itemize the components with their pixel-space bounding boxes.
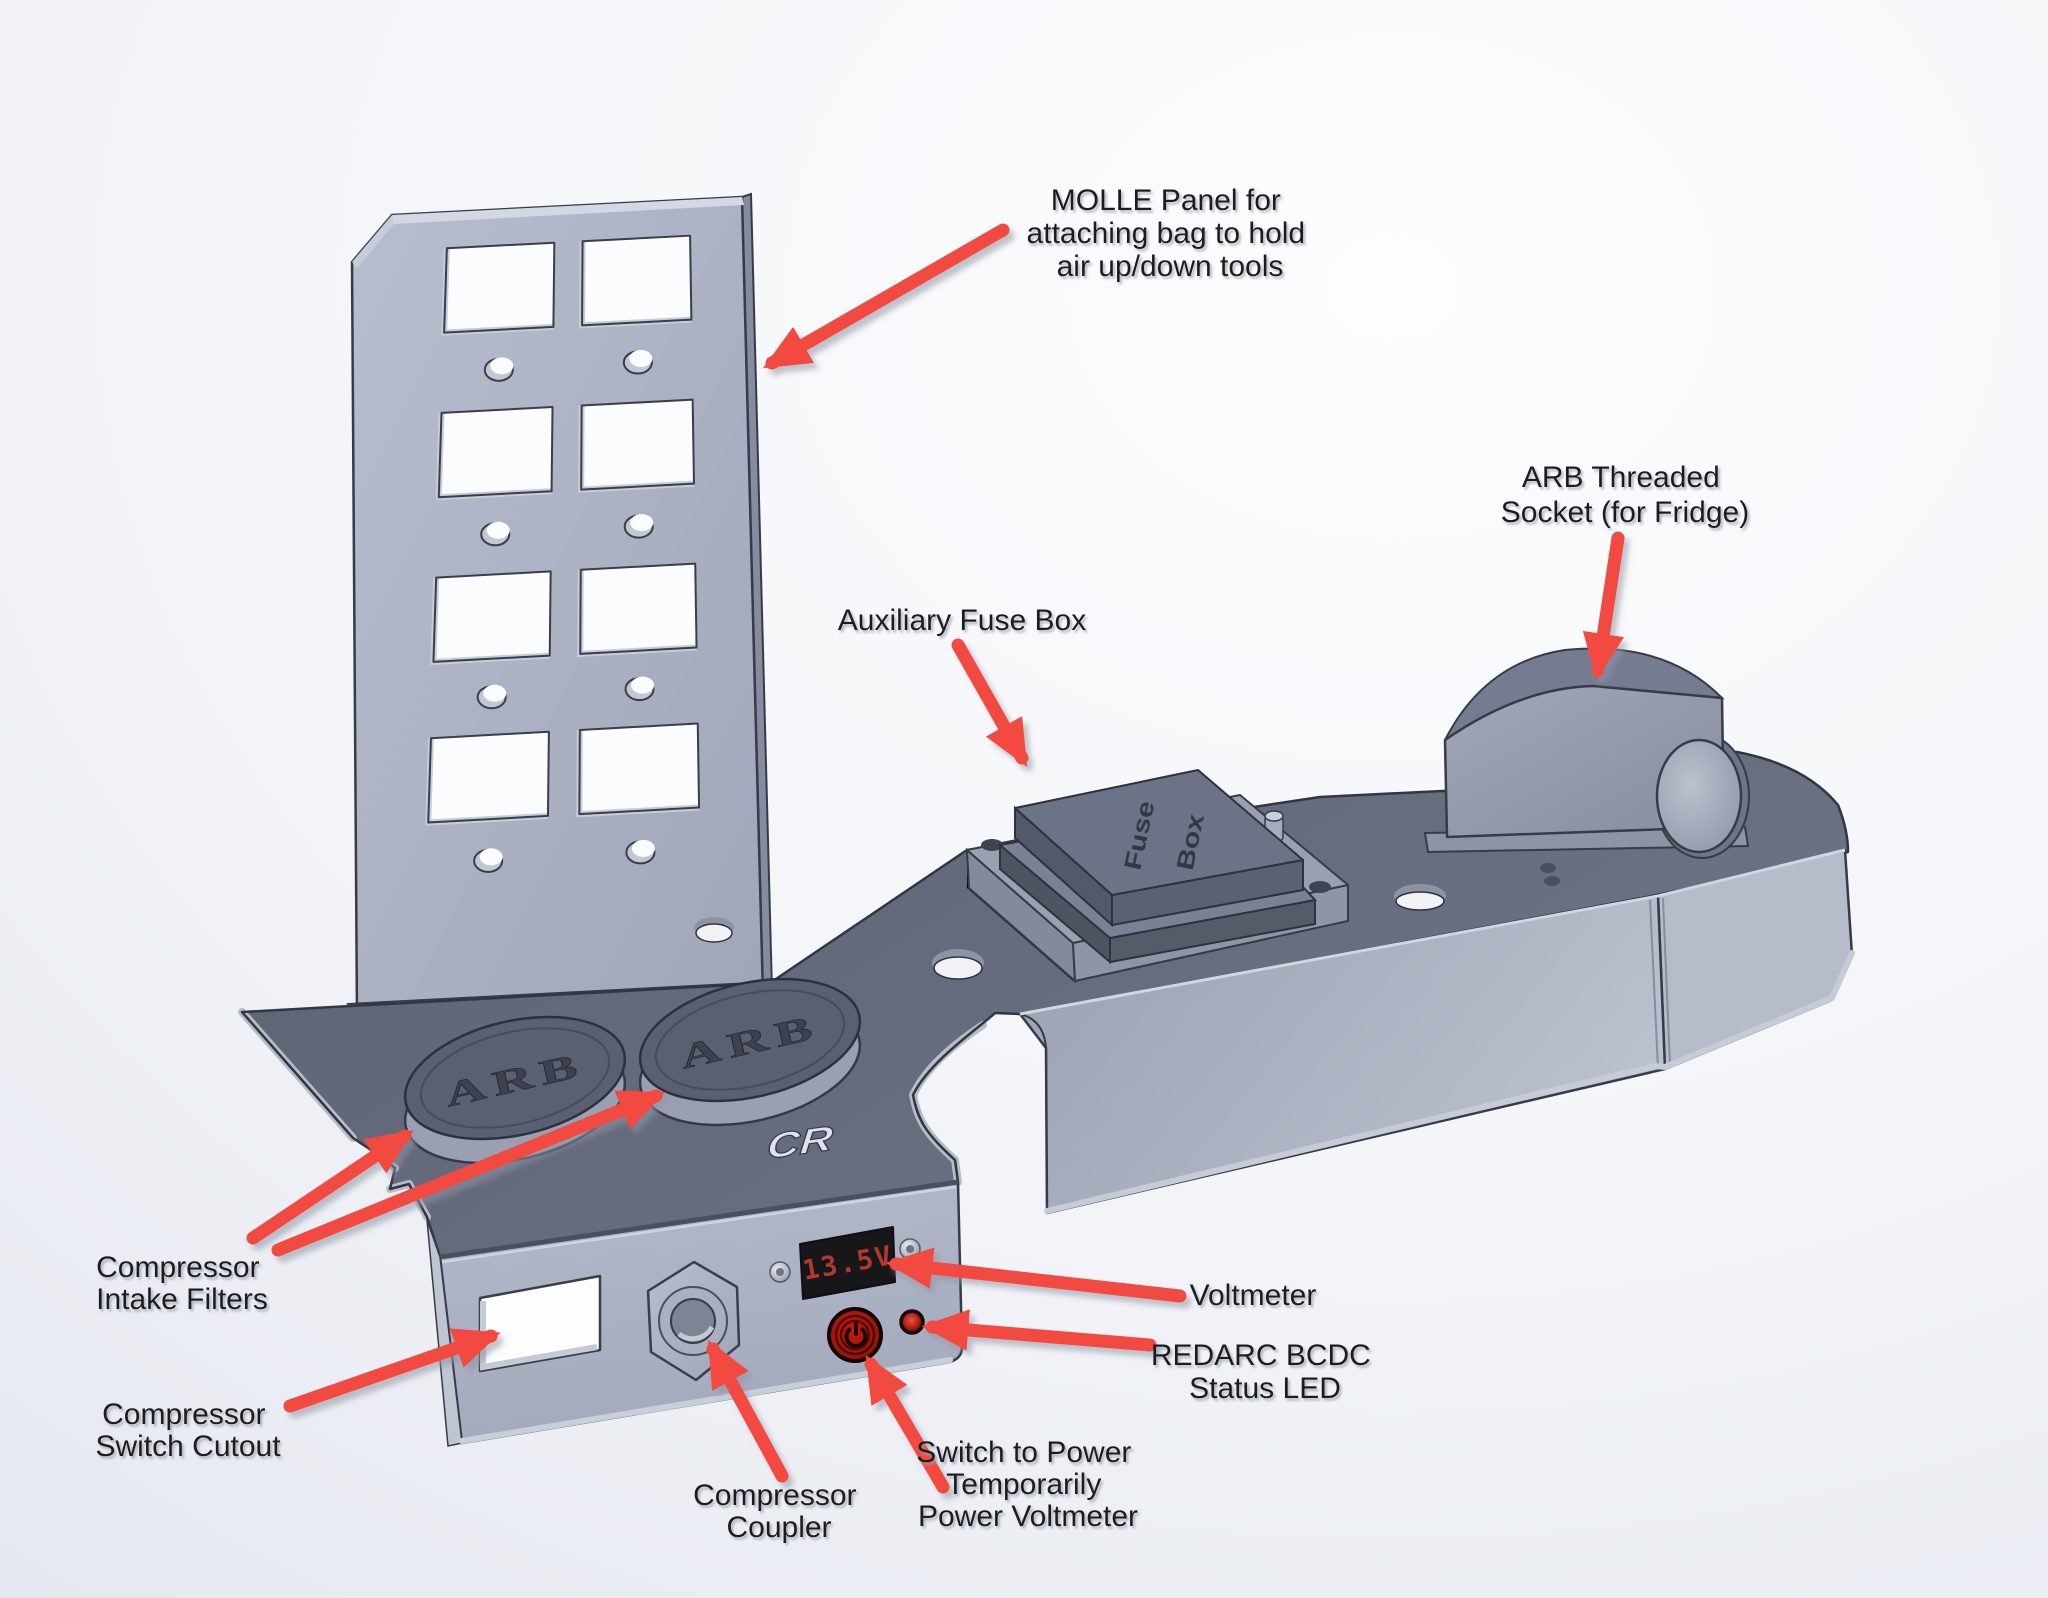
compressor-intake-filter: ARB bbox=[638, 977, 862, 1127]
arrow-power-switch bbox=[864, 1355, 950, 1494]
arb-threaded-socket bbox=[1423, 647, 1750, 886]
side-skirt bbox=[1018, 848, 1855, 1215]
molle-slot bbox=[438, 407, 553, 498]
molle-slot-outline bbox=[443, 241, 556, 334]
power-switch-button bbox=[827, 1307, 883, 1363]
molle-slot-outline bbox=[581, 234, 693, 327]
molle-hole-face bbox=[631, 839, 655, 857]
voltmeter-display: 13.5V bbox=[799, 1226, 896, 1300]
label-switch-power: Switch to Power Temporarily Power Voltme… bbox=[916, 1436, 1139, 1533]
label-switch-cutout: Compressor Switch Cutout bbox=[95, 1398, 281, 1463]
label-arb-socket: ARB Threaded Socket (for Fridge) bbox=[1501, 461, 1749, 529]
label-intake-filters: Compressor Intake Filters bbox=[96, 1251, 268, 1316]
molle-slot bbox=[579, 723, 700, 815]
molle-hole-face bbox=[630, 514, 654, 532]
molle-hole-face bbox=[629, 350, 653, 367]
power-icon bbox=[844, 1322, 868, 1348]
label-voltmeter: Voltmeter bbox=[1190, 1279, 1317, 1312]
socket-cylinder bbox=[1655, 738, 1743, 854]
front-panel: 13.5V bbox=[426, 1179, 964, 1447]
arrow-intake-filter-left bbox=[246, 1129, 414, 1245]
molle-slot bbox=[582, 235, 692, 326]
molle-slot-outline bbox=[580, 398, 695, 491]
molle-slot-outline bbox=[578, 722, 701, 816]
arrow-voltmeter bbox=[885, 1247, 1187, 1303]
arrow-status-led bbox=[921, 1309, 1157, 1352]
molle-hole-face bbox=[490, 357, 514, 375]
arrow-coupler bbox=[706, 1339, 789, 1483]
molle-slot bbox=[433, 571, 551, 662]
callout-arrows bbox=[246, 223, 1625, 1494]
label-molle-panel: MOLLE Panel for attaching bag to hold ai… bbox=[1027, 184, 1314, 283]
plate-hole bbox=[694, 884, 1446, 980]
molle-hole-face bbox=[483, 684, 507, 702]
arrow-intake-filter-right bbox=[271, 1089, 666, 1257]
arrow-fuse-box bbox=[951, 638, 1029, 768]
label-aux-fuse-box: Auxiliary Fuse Box bbox=[838, 604, 1086, 637]
arrow-arb-socket bbox=[1582, 531, 1625, 681]
compressor-intake-filter: ARB bbox=[403, 1015, 627, 1165]
arrow-molle-panel bbox=[762, 223, 1010, 370]
arrow-switch-cutout bbox=[283, 1328, 501, 1413]
label-coupler: Compressor Coupler bbox=[693, 1479, 865, 1544]
molle-hole-face bbox=[631, 676, 655, 694]
molle-slot bbox=[428, 731, 549, 823]
status-led bbox=[899, 1309, 925, 1335]
callout-labels: MOLLE Panel for attaching bag to hold ai… bbox=[95, 184, 1749, 1544]
molle-slots-and-holes bbox=[425, 234, 701, 873]
molle-slot bbox=[580, 563, 697, 654]
molle-hole-face bbox=[486, 521, 510, 539]
molle-slot bbox=[444, 242, 555, 333]
molle-slot-outline bbox=[427, 730, 550, 824]
label-redarc-led: REDARC BCDC Status LED bbox=[1151, 1339, 1379, 1405]
molle-hole-face bbox=[479, 848, 503, 866]
base-plate bbox=[238, 750, 1850, 1259]
molle-slot-outline bbox=[432, 570, 552, 663]
molle-slot bbox=[581, 399, 694, 490]
molle-slot-outline bbox=[579, 562, 698, 655]
molle-slot-outline bbox=[437, 406, 554, 499]
auxiliary-fuse-box: Fuse Box bbox=[965, 769, 1349, 984]
